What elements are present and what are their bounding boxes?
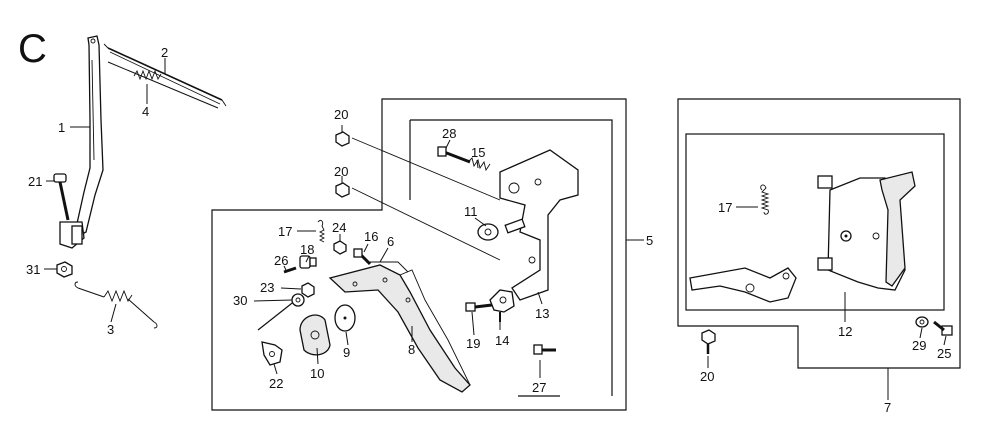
part-bolt-19 [465, 302, 493, 312]
part-washer-11 [477, 218, 526, 241]
label-20-lower: 20 [700, 369, 714, 384]
label-8: 8 [408, 342, 415, 357]
assembly-box-7 [677, 98, 961, 369]
part-lever-arm [689, 267, 797, 303]
label-6: 6 [387, 234, 394, 249]
label-19: 19 [466, 336, 480, 351]
label-31: 31 [26, 262, 40, 277]
label-4: 4 [142, 104, 149, 119]
part-wingnut-22 [261, 341, 283, 366]
sub-box-outline [257, 119, 613, 397]
label-25: 25 [937, 346, 951, 361]
part-nut-24 [333, 240, 347, 255]
label-3: 3 [107, 322, 114, 337]
part-spring-4 [107, 61, 219, 109]
label-2: 2 [161, 45, 168, 60]
label-28: 28 [442, 126, 456, 141]
part-bolt-20-middle [335, 182, 501, 261]
label-21: 21 [28, 174, 42, 189]
part-nut-23 [301, 282, 315, 298]
part-bolt-20-upper [335, 131, 501, 201]
label-13: 13 [535, 306, 549, 321]
label-30: 30 [233, 293, 247, 308]
label-11: 11 [464, 204, 478, 219]
part-spring-17-center [317, 219, 326, 243]
part-lever-1 [59, 35, 104, 249]
leader-lines [44, 58, 947, 400]
part-spring-3 [74, 281, 158, 329]
label-7: 7 [884, 400, 891, 415]
part-bolt-21 [53, 173, 70, 221]
part-lever-6 [366, 261, 409, 273]
label-24: 24 [332, 220, 346, 235]
label-9: 9 [343, 345, 350, 360]
part-spring-15 [467, 157, 491, 172]
part-screw-26 [283, 266, 297, 274]
part-spring-17-right [760, 184, 770, 215]
label-26: 26 [274, 253, 288, 268]
part-disc-9 [334, 304, 356, 332]
part-bolt-28 [437, 146, 471, 164]
label-23: 23 [260, 280, 274, 295]
label-15: 15 [471, 145, 485, 160]
label-12: 12 [838, 324, 852, 339]
label-17-center: 17 [278, 224, 292, 239]
label-10: 10 [310, 366, 324, 381]
part-labels: 1 2 4 21 31 3 5 6 7 8 9 10 11 12 13 14 1… [26, 45, 951, 415]
part-cam-10 [299, 314, 331, 356]
label-5: 5 [646, 233, 653, 248]
section-letter: C [18, 27, 47, 71]
part-bolt-25 [933, 320, 953, 336]
part-bolt-27 [533, 344, 556, 355]
label-18: 18 [300, 242, 314, 257]
label-1: 1 [58, 120, 65, 135]
part-plate-12 [817, 171, 916, 291]
assembly-box-5 [211, 98, 627, 411]
part-bracket-13 [499, 149, 579, 301]
label-14: 14 [495, 333, 509, 348]
part-nut-31 [56, 261, 73, 278]
label-16: 16 [364, 229, 378, 244]
label-27: 27 [532, 380, 546, 395]
part-bracket-14 [489, 289, 515, 322]
part-bolt-16 [353, 248, 372, 266]
part-washer-29 [915, 316, 929, 328]
part-bolt-20-lower [701, 329, 716, 354]
label-20-upper: 20 [334, 107, 348, 122]
label-22: 22 [269, 376, 283, 391]
label-29: 29 [912, 338, 926, 353]
part-washer-30 [291, 293, 305, 307]
label-20-middle: 20 [334, 164, 348, 179]
label-17-right: 17 [718, 200, 732, 215]
